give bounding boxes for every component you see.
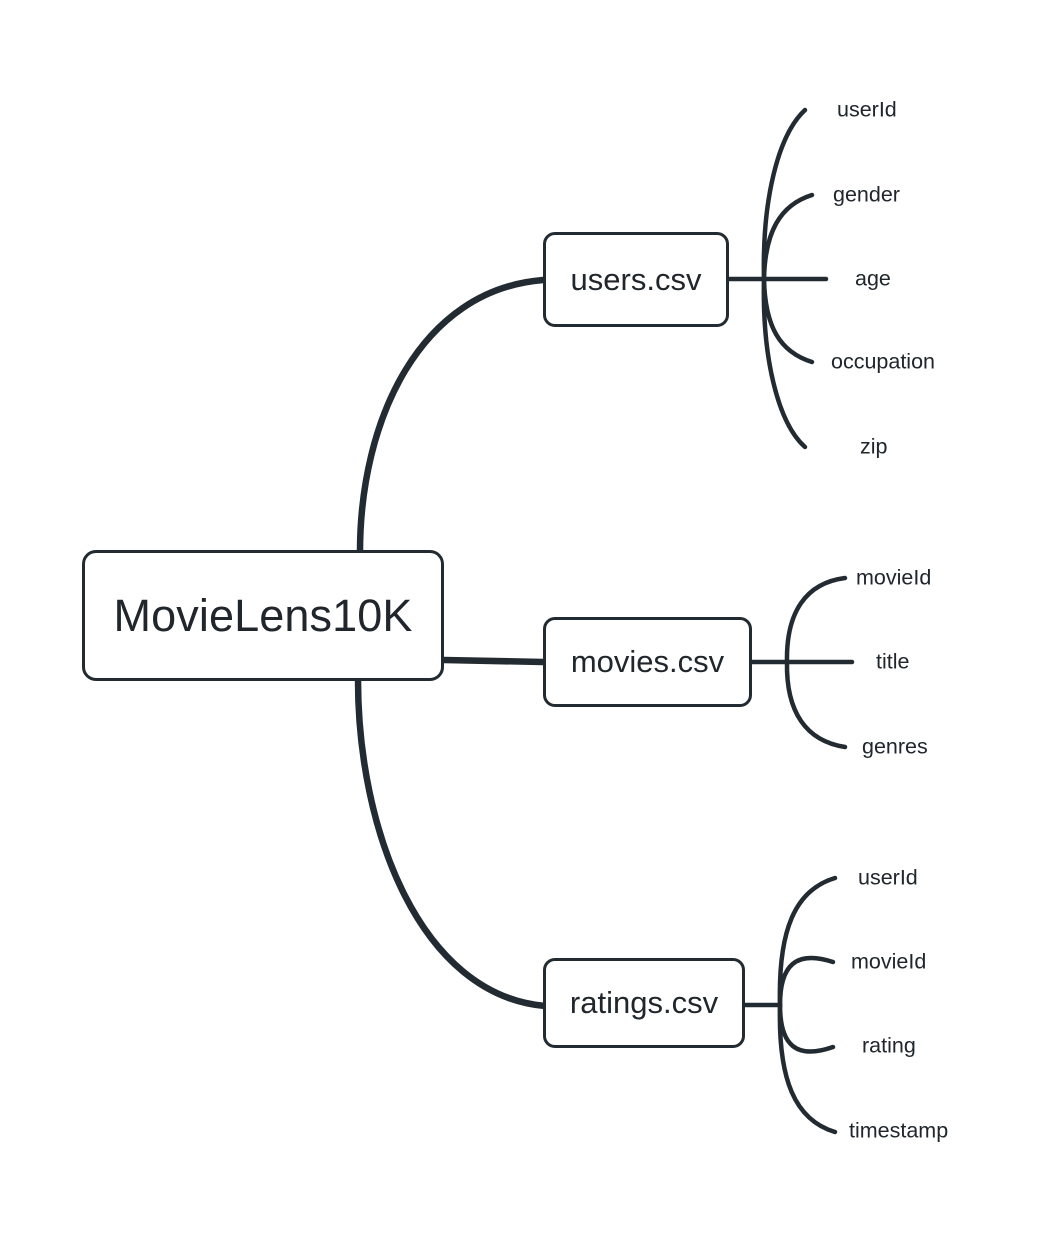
edge-users-to-gender	[761, 192, 815, 282]
leaf-users-gender-text: gender	[833, 182, 900, 207]
edge-ratings-to-timestamp	[777, 1002, 838, 1135]
edge-movies-to-genres	[784, 659, 848, 750]
edge-users-to-occupation	[761, 276, 815, 365]
leaf-movies-title[interactable]: title	[876, 651, 909, 673]
leaf-movies-title-text: title	[876, 649, 910, 674]
edge-ratings-to-movieid	[777, 955, 836, 1008]
edge-users-to-userid	[761, 107, 808, 282]
leaf-ratings-rating-text: rating	[862, 1033, 916, 1058]
node-branch-movies-csv[interactable]: movies.csv	[543, 617, 752, 707]
edge-root-to-movies	[440, 656, 547, 666]
leaf-users-zip-text: zip	[860, 434, 888, 459]
leaf-users-age-text: age	[855, 266, 891, 291]
edge-root-to-ratings	[354, 676, 549, 1010]
leaf-ratings-userid-text: userId	[858, 865, 918, 890]
leaf-users-userid-text: userId	[837, 97, 897, 122]
node-branch-users-label: users.csv	[570, 261, 702, 297]
leaf-users-zip[interactable]: zip	[860, 436, 887, 458]
node-root-label: MovieLens10K	[113, 589, 413, 641]
leaf-users-userid[interactable]: userId	[837, 99, 897, 121]
leaf-users-age[interactable]: age	[855, 268, 891, 290]
leaf-ratings-movieid-text: movieId	[851, 949, 927, 974]
leaf-users-occupation[interactable]: occupation	[831, 351, 935, 373]
leaf-ratings-rating[interactable]: rating	[862, 1035, 916, 1057]
node-root-movielens10k[interactable]: MovieLens10K	[82, 550, 444, 681]
node-branch-movies-label: movies.csv	[570, 644, 725, 679]
leaf-movies-genres-text: genres	[862, 734, 928, 759]
edge-ratings-to-userid	[777, 875, 838, 1008]
leaf-ratings-timestamp-text: timestamp	[849, 1118, 949, 1143]
node-branch-ratings-csv[interactable]: ratings.csv	[543, 958, 745, 1048]
leaf-ratings-userid[interactable]: userId	[858, 867, 918, 889]
node-branch-users-csv[interactable]: users.csv	[543, 232, 729, 327]
leaf-users-occupation-text: occupation	[831, 349, 935, 374]
node-branch-ratings-label: ratings.csv	[569, 985, 719, 1020]
leaf-ratings-timestamp[interactable]: timestamp	[849, 1120, 948, 1142]
edge-ratings-to-rating	[777, 1002, 836, 1054]
edge-movies-to-movieid	[784, 575, 848, 665]
leaf-movies-genres[interactable]: genres	[862, 736, 928, 758]
leaf-users-gender[interactable]: gender	[833, 184, 900, 206]
leaf-movies-movieid[interactable]: movieId	[856, 567, 931, 589]
edge-users-to-zip	[761, 276, 808, 450]
leaf-movies-movieid-text: movieId	[856, 565, 932, 590]
leaf-ratings-movieid[interactable]: movieId	[851, 951, 926, 973]
edge-root-to-users	[356, 276, 547, 556]
